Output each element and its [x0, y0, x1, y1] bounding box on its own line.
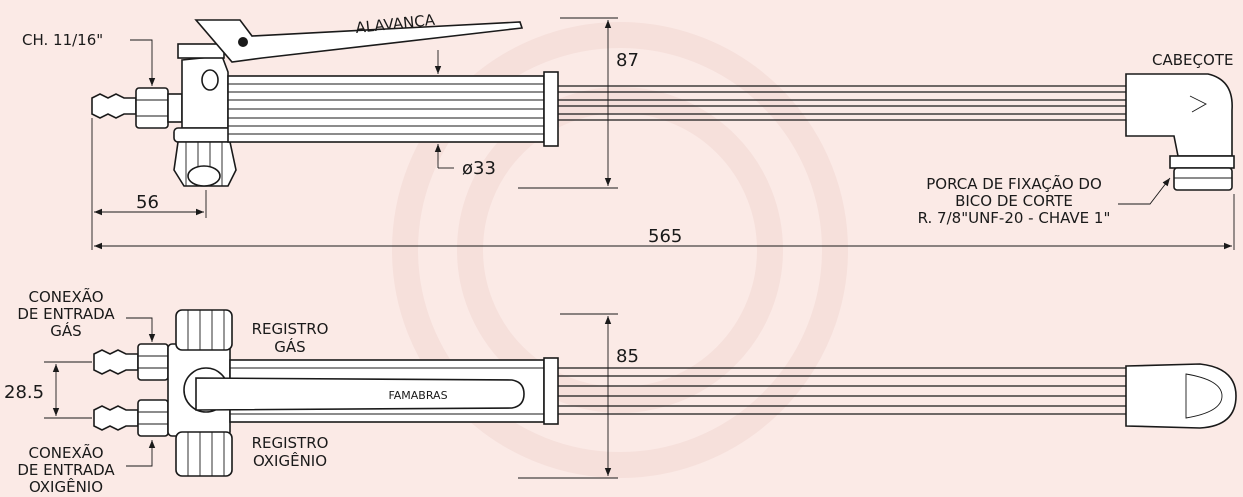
- top-view-torch: [93, 309, 1237, 477]
- label-chave: CH. 11/16": [22, 31, 103, 49]
- side-view-torch: [91, 19, 1235, 191]
- label-porca-line3: R. 7/8"UNF-20 - CHAVE 1": [918, 209, 1111, 227]
- label-gas-line2: DE ENTRADA: [17, 305, 115, 323]
- dim-inlet: 56: [136, 192, 159, 213]
- label-cabecote: CABEÇOTE: [1152, 51, 1233, 69]
- dim-diameter: ø33: [462, 158, 496, 179]
- top-dimensions: [44, 313, 618, 479]
- label-registro-gas-line2: GÁS: [274, 337, 305, 356]
- dim-length: 565: [648, 226, 682, 247]
- label-oxy-line1: CONEXÃO: [28, 443, 103, 462]
- label-gas-line1: CONEXÃO: [28, 287, 103, 306]
- label-gas-line3: GÁS: [50, 321, 81, 340]
- dim-spacing: 28.5: [4, 382, 44, 403]
- label-registro-gas-line1: REGISTRO: [252, 320, 329, 338]
- label-oxy-line2: DE ENTRADA: [17, 461, 115, 479]
- label-registro-oxy-line1: REGISTRO: [252, 434, 329, 452]
- label-porca-line1: PORCA DE FIXAÇÃO DO: [926, 174, 1102, 193]
- label-registro-oxy-line2: OXIGÊNIO: [253, 451, 327, 470]
- label-porca-line2: BICO DE CORTE: [955, 192, 1073, 210]
- dim-width: 85: [616, 346, 639, 367]
- label-oxy-line3: OXIGÊNIO: [29, 477, 103, 496]
- side-dimensions: [91, 17, 1235, 250]
- dim-height: 87: [616, 50, 639, 71]
- brand-label: FAMABRAS: [388, 389, 447, 402]
